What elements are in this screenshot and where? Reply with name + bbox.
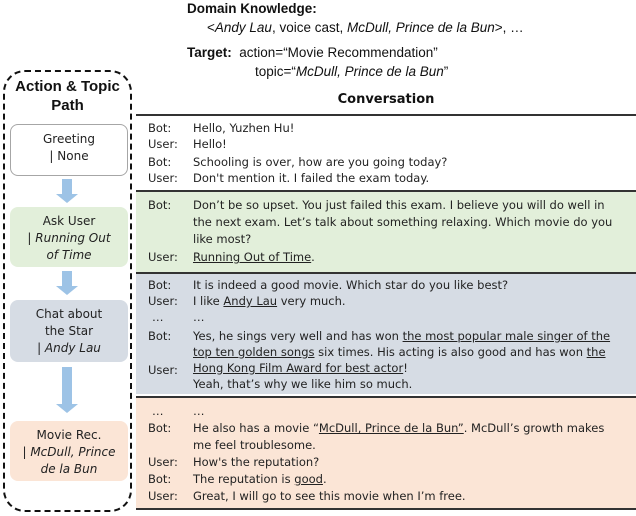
divider	[136, 190, 636, 192]
path-node-greeting: Greeting| None	[10, 124, 128, 176]
triple-object: McDull, Prince de la Bun	[346, 20, 495, 35]
divider	[136, 272, 636, 274]
action-topic-path-panel	[3, 70, 132, 512]
divider	[136, 114, 636, 116]
target-action: Target: action=“Movie Recommendation”	[187, 45, 438, 60]
domain-knowledge-label: Domain Knowledge:	[187, 1, 317, 16]
down-arrow-icon	[56, 179, 78, 203]
domain-knowledge-triple: <Andy Lau, voice cast, McDull, Prince de…	[207, 20, 524, 35]
entity-good: good	[294, 472, 323, 486]
down-arrow-icon	[56, 271, 78, 295]
conversation-title: Conversation	[337, 92, 435, 107]
entity-mcdull: McDull, Prince de la Bun”	[318, 421, 464, 435]
divider	[136, 508, 636, 510]
target-topic: topic=“McDull, Prince de la Bun”	[255, 64, 449, 79]
conversation-segment-greeting: Bot: Hello, Yuzhen Hu! User: Hello! Bot:…	[136, 116, 636, 190]
conversation-segment-chat-star: Bot: It is indeed a good movie. Which st…	[136, 274, 636, 394]
divider	[136, 396, 636, 398]
triple-relation: , voice cast,	[271, 20, 347, 35]
conversation-segment-movie-rec: … … Bot: He also has a movie “McDull, Pr…	[136, 398, 636, 508]
conversation-segment-ask-user: Bot: Don’t be so upset. You just failed …	[136, 192, 636, 272]
entity-running-out-of-time: Running Out of Time	[193, 250, 312, 264]
down-arrow-icon	[56, 367, 78, 413]
entity-andy-lau: Andy Lau	[223, 294, 278, 308]
triple-subject: Andy Lau	[214, 20, 272, 35]
